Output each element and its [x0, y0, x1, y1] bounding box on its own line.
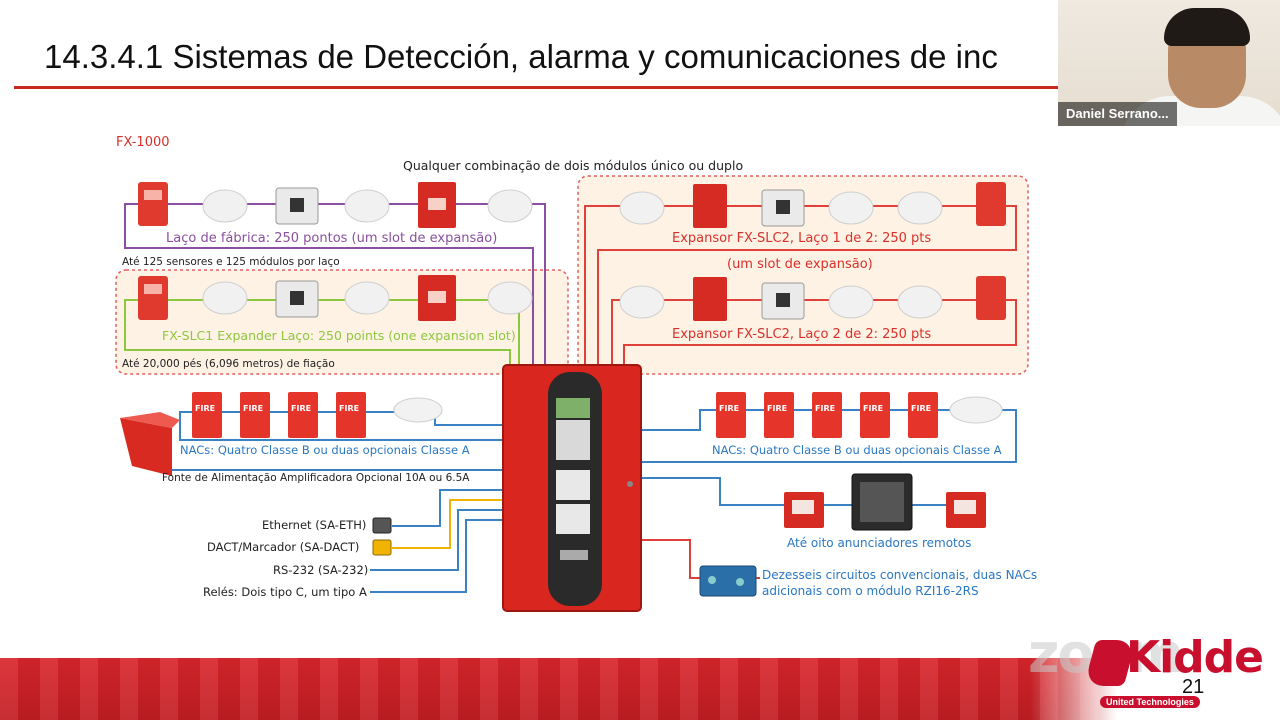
- smoke-detector: [344, 189, 390, 223]
- participant-name: Daniel Serrano...: [1058, 102, 1177, 126]
- ethernet-label: Ethernet (SA-ETH): [262, 518, 367, 532]
- horn-strobe: [860, 392, 890, 438]
- loop-fabric-wire: [124, 203, 546, 370]
- fire-label: FIRE: [291, 404, 312, 413]
- conventional-label-1: Dezesseis circuitos convencionais, duas …: [762, 568, 1038, 582]
- power-supply-wire: [169, 455, 505, 471]
- ethernet-wire: [392, 489, 505, 527]
- nac-left-devices: [192, 392, 443, 438]
- annunciator-device: [138, 182, 168, 226]
- smoke-detector: [828, 191, 874, 225]
- loop-slc1-label: FX-SLC1 Expander Laço: 250 points (one e…: [162, 328, 516, 343]
- loop-fabric-devices: [138, 182, 533, 228]
- fire-alarm-panel: [502, 364, 642, 612]
- nac-left-label: NACs: Quatro Classe B ou duas opcionais …: [180, 443, 470, 457]
- dact-label: DACT/Marcador (SA-DACT): [207, 540, 360, 554]
- relays-wire: [370, 519, 505, 593]
- fire-label: FIRE: [339, 404, 360, 413]
- horn-strobe: [812, 392, 842, 438]
- conventional-label-2: adicionais com o módulo RZI16-2RS: [762, 584, 979, 598]
- expansor2-label: Expansor FX-SLC2, Laço 2 de 2: 250 pts: [672, 327, 932, 342]
- ceiling-strobe: [393, 397, 443, 423]
- expansor1-wire: [584, 205, 1017, 368]
- smoke-detector: [828, 285, 874, 319]
- wiring-note: Até 20,000 pés (6,096 metros) de fiação: [122, 358, 335, 370]
- smoke-detector: [897, 191, 943, 225]
- rs232-label: RS-232 (SA-232): [273, 563, 369, 577]
- rzi16-board: [699, 565, 757, 597]
- top-caption: Qualquer combinação de dois módulos únic…: [403, 158, 744, 173]
- nac-right-label: NACs: Quatro Classe B ou duas opcionais …: [712, 443, 1002, 457]
- smoke-detector: [202, 281, 248, 315]
- nac-right-devices: [716, 392, 1003, 438]
- dact-module-icon: [372, 539, 392, 556]
- annunciator-device: [976, 276, 1006, 320]
- horn-strobe: [288, 392, 318, 438]
- power-supply-label: Fonte de Alimentação Amplificadora Opcio…: [162, 472, 470, 484]
- fire-label: FIRE: [195, 404, 216, 413]
- participant-hair: [1164, 8, 1250, 46]
- expansion-zone-right: [577, 175, 1029, 375]
- expansor2-devices: [619, 276, 1006, 321]
- participant-video-tile[interactable]: Daniel Serrano...: [1058, 0, 1280, 126]
- horn-strobe: [240, 392, 270, 438]
- page-number: 21: [1182, 676, 1205, 698]
- pull-station: [693, 184, 727, 228]
- loop-fabric-note: Até 125 sensores e 125 módulos por laço: [122, 256, 340, 268]
- smoke-detector: [487, 189, 533, 223]
- footer-band: [0, 658, 1280, 720]
- horn-strobe: [908, 392, 938, 438]
- expansor1-devices: [619, 182, 1006, 228]
- expansor2-wire: [611, 299, 1017, 368]
- relays-label: Relés: Dois tipo C, um tipo A: [203, 585, 367, 599]
- expansor-slot-label: (um slot de expansão): [727, 257, 873, 272]
- dact-wire: [392, 499, 505, 549]
- utc-badge: United Technologies: [1100, 696, 1200, 708]
- smoke-detector: [897, 285, 943, 319]
- kidde-logo: Kidde: [1126, 632, 1264, 683]
- smoke-detector: [487, 281, 533, 315]
- fire-label: FIRE: [767, 404, 788, 413]
- model-label: FX-1000: [116, 135, 170, 150]
- fire-label: FIRE: [863, 404, 884, 413]
- fire-label: FIRE: [243, 404, 264, 413]
- slide-title: 14.3.4.1 Sistemas de Detección, alarma y…: [44, 38, 998, 75]
- ceiling-strobe: [949, 396, 1003, 424]
- horn-strobe: [764, 392, 794, 438]
- ethernet-module-icon: [372, 517, 392, 534]
- annunciators-label: Até oito anunciadores remotos: [787, 536, 972, 550]
- smoke-detector: [619, 285, 665, 319]
- nac-right-wire: [640, 409, 1017, 463]
- horn-strobe: [716, 392, 746, 438]
- horn-strobe: [336, 392, 366, 438]
- smoke-detector: [344, 281, 390, 315]
- rs232-wire: [370, 509, 505, 571]
- title-underline: [14, 86, 1060, 89]
- smoke-detector: [619, 191, 665, 225]
- annunciator-device: [976, 182, 1006, 226]
- smoke-detector: [202, 189, 248, 223]
- fire-label: FIRE: [911, 404, 932, 413]
- expansor1-label: Expansor FX-SLC2, Laço 1 de 2: 250 pts: [672, 231, 932, 246]
- loop-fabric-label: Laço de fábrica: 250 pontos (um slot de …: [166, 231, 498, 246]
- pull-station: [693, 277, 727, 321]
- power-supply-cabinet: [120, 418, 172, 476]
- loop-slc1-devices: [138, 275, 533, 321]
- fire-label: FIRE: [719, 404, 740, 413]
- fire-label: FIRE: [815, 404, 836, 413]
- horn-strobe: [192, 392, 222, 438]
- annunciator-device: [138, 276, 168, 320]
